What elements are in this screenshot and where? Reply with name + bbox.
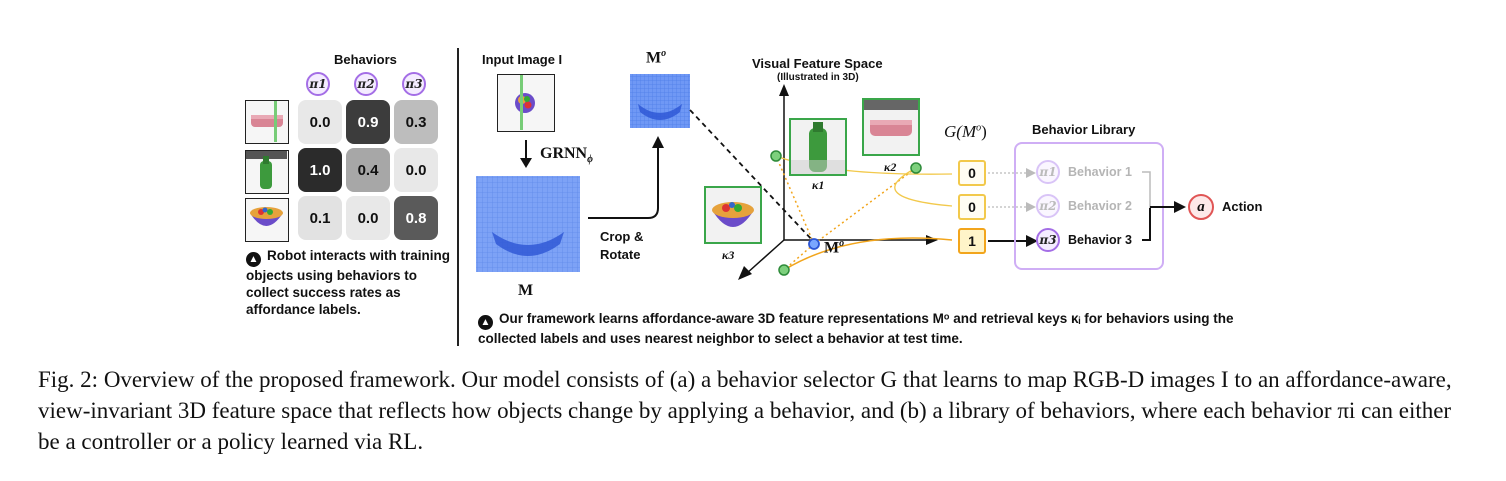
feature-space-plot (689, 84, 953, 280)
feature-volume-m (472, 172, 584, 276)
matrix-cell: 0.0 (298, 100, 342, 144)
key-thumb-box (862, 98, 920, 156)
matrix-cell: 0.3 (394, 100, 438, 144)
behavior-2-label: Behavior 2 (1068, 199, 1132, 213)
action-label: Action (1222, 199, 1263, 214)
volume-m-label: M (518, 282, 534, 299)
behavior-3-label: Behavior 3 (1068, 233, 1132, 247)
matrix-cell: 0.9 (346, 100, 390, 144)
bottom-note: ▲Our framework learns affordance-aware 3… (478, 310, 1258, 347)
selector-value-3: 1 (958, 228, 986, 254)
arrow-up-badge-icon: ▲ (246, 252, 261, 267)
behavior-1-label: Behavior 1 (1068, 165, 1132, 179)
kappa3-label: κ3 (722, 248, 735, 262)
matrix-cell: 0.4 (346, 148, 390, 192)
matrix-cell: 0.1 (298, 196, 342, 240)
matrix-cell: 1.0 (298, 148, 342, 192)
object-thumb-bowl (245, 198, 289, 242)
left-note: ▲Robot interacts with training objects u… (246, 247, 451, 318)
input-image-label: Input Image I (482, 52, 563, 67)
kappa1-label: κ1 (812, 178, 825, 192)
selector-connectors (988, 168, 1038, 247)
grnn-label: GRNNϕ (540, 145, 593, 166)
panel-divider (457, 48, 459, 346)
matrix-cell: 0.8 (394, 196, 438, 240)
arrow-up-badge-icon: ▲ (478, 315, 493, 330)
mo-label: Mo (646, 48, 667, 67)
key-thumb-bowl (704, 186, 762, 244)
crop-rotate-arrow-icon (588, 136, 668, 231)
crop-rotate-label: Crop & Rotate (600, 229, 644, 262)
library-row-1: π1 Behavior 1 (1036, 160, 1132, 184)
input-image-thumb (497, 74, 555, 132)
feature-space-subtitle: (Illustrated in 3D) (777, 72, 859, 83)
selector-value-1: 0 (958, 160, 986, 186)
library-row-2: π2 Behavior 2 (1036, 194, 1132, 218)
pi1-icon: π1 (1036, 160, 1060, 184)
bottom-note-text: Our framework learns affordance-aware 3D… (478, 311, 1234, 346)
behavior-pi3-icon: π3 (402, 72, 426, 96)
down-arrow-icon (520, 140, 532, 173)
feature-volume-mo (628, 72, 692, 130)
key-thumb-bottle (789, 118, 847, 176)
left-note-text: Robot interacts with training objects us… (246, 248, 451, 317)
matrix-cell: 0.0 (394, 148, 438, 192)
kappa2-label: κ2 (884, 160, 897, 174)
matrix-cell: 0.0 (346, 196, 390, 240)
library-row-3: π3 Behavior 3 (1036, 228, 1132, 252)
pi3-icon: π3 (1036, 228, 1060, 252)
selector-label: G(Mo) (944, 122, 987, 141)
library-to-action-connector (1142, 171, 1186, 241)
feature-space-title: Visual Feature Space (752, 56, 883, 71)
behavior-pi1-icon: π1 (306, 72, 330, 96)
selector-value-2: 0 (958, 194, 986, 220)
object-thumb-box (245, 100, 289, 144)
mo-point-label: Mo (824, 238, 845, 257)
action-icon: a (1188, 194, 1214, 220)
library-title: Behavior Library (1032, 122, 1136, 137)
behavior-pi2-icon: π2 (354, 72, 378, 96)
object-thumb-bottle (245, 150, 289, 194)
pi2-icon: π2 (1036, 194, 1060, 218)
behaviors-header: Behaviors (334, 52, 397, 67)
figure-caption: Fig. 2: Overview of the proposed framewo… (38, 367, 1452, 454)
